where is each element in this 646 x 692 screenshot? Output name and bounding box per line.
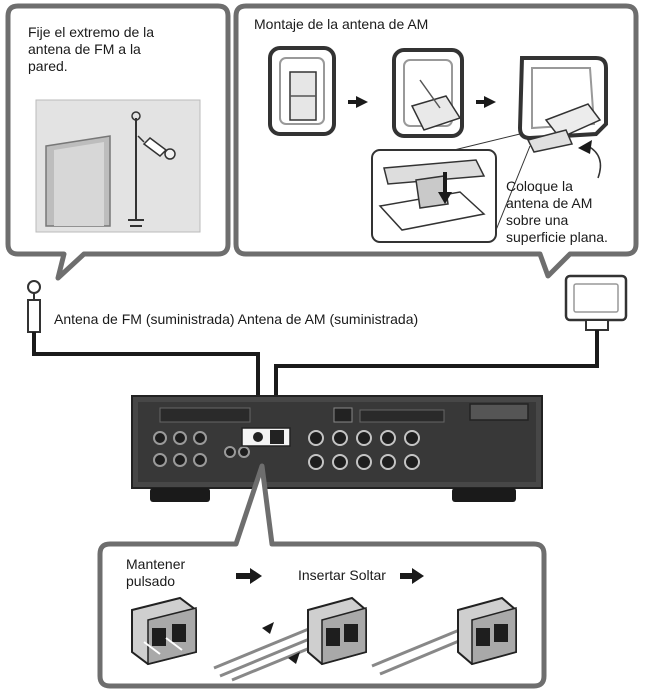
arrow-icon	[262, 622, 274, 634]
terminal-insert-illustration	[213, 596, 367, 682]
speaker-terminals	[308, 430, 420, 470]
am-panel-title: Montaje de la antena de AM	[254, 16, 429, 32]
am-placement-note: Coloque la antena de AM sobre una superf…	[506, 178, 608, 245]
antenna-caption: Antena de FM (suministrada) Antena de AM…	[54, 311, 419, 327]
arrow-icon	[412, 568, 424, 584]
arrow-icon	[250, 568, 262, 584]
receiver-foot-left	[150, 488, 210, 502]
terminal-release-illustration	[371, 596, 517, 676]
am-antenna-unfolding	[392, 48, 464, 138]
connect-callout-bubble	[97, 463, 547, 689]
arrow-icon	[484, 96, 496, 108]
fm-instruction-text: Fije el extremo de la antena de FM a la …	[28, 24, 155, 74]
arrow-icon	[356, 96, 368, 108]
arrow-icon	[288, 652, 300, 664]
am-antenna-folded	[268, 46, 336, 136]
step-hold-label: Mantener pulsado	[126, 556, 186, 589]
pushpin-icon	[137, 135, 176, 160]
am-antenna-assembled	[517, 56, 608, 179]
rotate-arrow-icon	[578, 140, 592, 154]
fm-wall-illustration	[35, 99, 201, 233]
input-jacks	[153, 431, 250, 467]
receiver-rear-panel	[131, 395, 543, 502]
down-arrow-icon	[438, 192, 452, 204]
receiver-foot-right	[452, 488, 516, 502]
am-stand-detail-inset	[371, 149, 497, 243]
step-insert-release-label: Insertar Soltar	[298, 567, 386, 583]
terminal-press-illustration	[131, 596, 197, 666]
